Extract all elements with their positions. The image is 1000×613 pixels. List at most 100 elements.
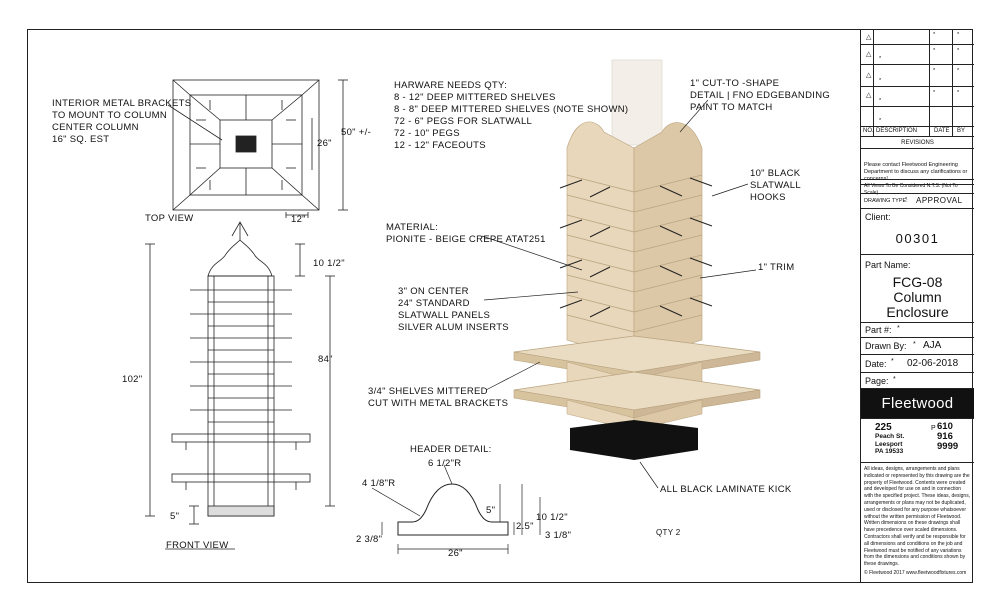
drawn-by-value: AJA (923, 340, 942, 351)
legal-text: All ideas, designs, arrangements and pla… (864, 466, 971, 568)
leader-lines (481, 99, 757, 489)
page-asterisk: * (893, 376, 896, 383)
black-laminate-kick (570, 420, 698, 460)
dim-top-26: 26" (317, 138, 332, 149)
part-number-asterisk: * (897, 325, 900, 332)
phone-lines: 610 916 9999 (937, 422, 958, 452)
date-row: Date: * 02-06-2018 (861, 355, 974, 373)
address-line: PA 19533 (875, 448, 904, 455)
revision-row-1: △ * * (861, 29, 974, 45)
dim-hd-6-5r: 6 1/2"R (428, 458, 462, 469)
revision-triangle-icon: △ (866, 72, 872, 79)
drawn-by-asterisk: * (913, 341, 916, 348)
note-line: CUT WITH METAL BRACKETS (368, 398, 509, 409)
drawn-by-label: Drawn By: (865, 341, 907, 351)
revision-row-3: △ * * * (861, 65, 974, 87)
rev-desc-2: * (879, 56, 882, 62)
col-date: DATE (934, 128, 950, 134)
date-value: 02-06-2018 (907, 358, 959, 369)
front-view-drawing (145, 221, 335, 550)
note-line: 3/4" SHELVES MITTERED (368, 386, 488, 397)
brand-name: Fleetwood (881, 395, 954, 412)
dim-front-84: 84" (318, 354, 333, 365)
hooks-note: 10" BLACK SLATWALL HOOKS (750, 168, 801, 204)
dim-hd-10-5: 10 1/2" (536, 512, 568, 523)
client-label: Client: (865, 212, 891, 222)
part-name-row: Part Name: FCG-08 Column Enclosure (861, 255, 974, 323)
shelves-note: 3/4" SHELVES MITTERED CUT WITH METAL BRA… (368, 386, 508, 410)
rev-date-3: * (933, 68, 936, 74)
legal-notice: All ideas, designs, arrangements and pla… (861, 463, 974, 579)
col-by: BY (957, 128, 966, 134)
client-row: Client: 00301 (861, 209, 974, 255)
note-line: INTERIOR METAL BRACKETS (52, 98, 192, 109)
kick-note: ALL BLACK LAMINATE KICK (660, 484, 792, 495)
dim-hd-3-125: 3 1/8" (545, 530, 572, 541)
right-face (633, 122, 703, 361)
phone-line: 9999 (937, 441, 959, 452)
dim-front-10-5: 10 1/2" (313, 258, 345, 269)
trim-note: 1" TRIM (758, 262, 795, 273)
dim-hd-26: 26" (448, 548, 463, 559)
note-line: 72 - 10" PEGS (394, 128, 460, 139)
client-value: 00301 (895, 231, 940, 246)
left-face (566, 121, 635, 361)
note-line: 8 - 12" DEEP MITTERED SHELVES (394, 92, 556, 103)
note-line: HARWARE NEEDS QTY: (394, 80, 508, 91)
part-number-row: Part #: * (861, 323, 974, 338)
note-line: SLATWALL PANELS (398, 310, 491, 321)
blank-row (861, 149, 974, 185)
dim-hd-4-125r: 4 1/8"R (362, 478, 396, 489)
drawing-sheet-border (27, 29, 973, 583)
drawing-type-asterisk: * (905, 197, 908, 203)
top-view-drawing (167, 79, 348, 218)
center-column (611, 59, 663, 146)
note-line: SLATWALL (750, 180, 801, 191)
cut-to-shape-note: 1" CUT-TO -SHAPE DETAIL | FNO EDGEBANDIN… (690, 78, 830, 114)
note-line: 16" SQ. EST (52, 134, 110, 145)
note-line: HOOKS (750, 192, 786, 203)
rev-desc-4: * (879, 98, 882, 104)
dim-hd-5: 5" (486, 505, 496, 516)
part-number-label: Part #: (865, 325, 892, 335)
part-name-line: Enclosure (886, 304, 949, 320)
part-name-value: FCG-08 Column Enclosure (861, 275, 974, 320)
part-name-line: Column (893, 289, 942, 305)
note-line: 12 - 12" FACEOUTS (394, 140, 486, 151)
note-line: SILVER ALUM INSERTS (398, 322, 509, 333)
header-detail-drawing (371, 464, 541, 554)
revision-triangle-icon: △ (866, 51, 872, 58)
copyright-text: © Fleetwood 2017 www.fleetwoodfixtures.c… (864, 569, 967, 576)
address-row: 225 Peach St. Leesport PA 19533 P 610 91… (861, 419, 974, 463)
note-line: 24" STANDARD (398, 298, 470, 309)
date-label: Date: (865, 359, 887, 369)
revision-row-2: △ * * * (861, 45, 974, 65)
drawing-type-row: DRAWING TYPE: * APPROVAL (861, 194, 974, 209)
column-enclosure-render (513, 59, 761, 460)
dim-top-50: 50" +/- (341, 127, 372, 138)
note-line: 10" BLACK (750, 168, 801, 179)
note-line: 3" ON CENTER (398, 286, 469, 297)
brand-logo: Fleetwood (861, 389, 974, 419)
note-line: 72 - 6" PEGS FOR SLATWALL (394, 116, 533, 127)
revision-header: NO. DESCRIPTION DATE BY (861, 127, 974, 137)
note-line: PAINT TO MATCH (690, 102, 773, 113)
revision-row-4: △ * * * (861, 87, 974, 107)
top-view-label: TOP VIEW (145, 213, 194, 224)
phone-line: 916 (937, 431, 953, 442)
address-line: Peach St. (875, 433, 905, 440)
material-note: MATERIAL: PIONITE - BEIGE CREPE ATAT251 (386, 222, 546, 246)
rev-desc-3: * (879, 78, 882, 84)
note-line: PIONITE - BEIGE CREPE ATAT251 (386, 234, 546, 245)
upper-shelf (513, 335, 761, 373)
brackets-note: INTERIOR METAL BRACKETS TO MOUNT TO COLU… (52, 98, 191, 146)
nts-note: All Views To Be Considered N.T.S. (Not T… (861, 180, 974, 196)
dim-hd-2-375: 2 3/8" (356, 534, 383, 545)
date-asterisk: * (891, 358, 894, 365)
front-view-label: FRONT VIEW (166, 540, 229, 551)
rev-by-3: * (957, 68, 960, 74)
slatwall-note: 3" ON CENTER 24" STANDARD SLATWALL PANEL… (398, 286, 509, 334)
note-line: 8 - 8" DEEP MITTERED SHELVES (NOTE SHOWN… (394, 104, 629, 115)
note-line: 1" CUT-TO -SHAPE (690, 78, 780, 89)
